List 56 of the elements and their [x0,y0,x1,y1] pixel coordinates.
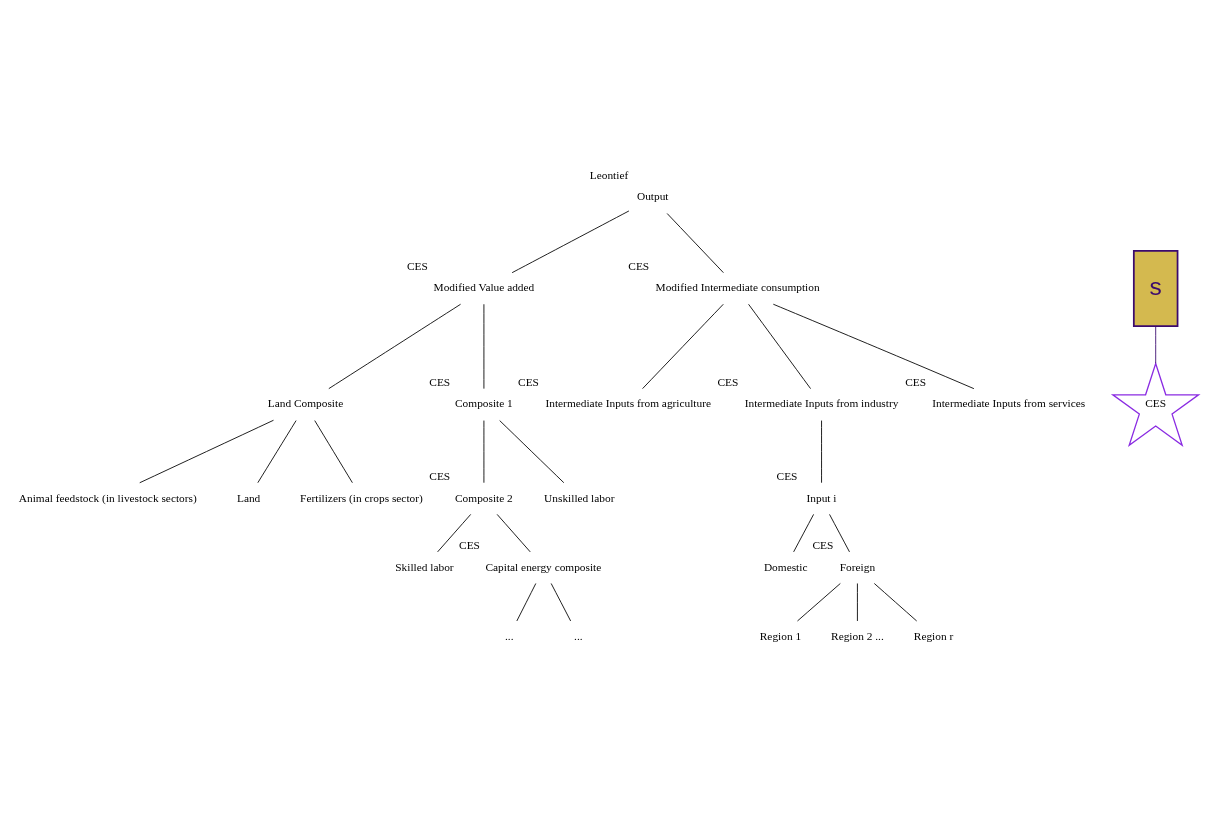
connector [499,419,565,483]
node-text: Input i [806,491,837,504]
node-text: ... [505,629,514,642]
node-text: Intermediate Inputs from industry [744,396,899,409]
node-label: CES [429,375,451,388]
connector [511,210,630,273]
node-box: s [1132,249,1179,327]
node-text: Composite 1 [455,396,513,409]
connector [748,303,811,389]
connector [666,212,724,273]
node-label: CES [429,469,451,482]
node-text: Land [236,491,261,504]
connector [857,582,858,621]
node-text: Unskilled labor [544,491,615,504]
node-label: CES [628,259,650,272]
node-text: Output [636,189,669,202]
connector [829,513,850,552]
node-text: Land Composite [267,396,344,409]
node-text: Animal feedstock (in livestock sectors) [18,491,197,504]
node-label: CES [459,538,480,551]
node-label: CES [776,469,798,482]
node-text: Domestic [763,560,808,573]
node-text: Composite 2 [455,491,513,504]
node-label: CES [812,538,834,551]
node-text: Region r [913,629,954,642]
node-text: Capital energy composite [485,560,602,573]
connector [797,582,841,621]
node-text: ... [574,629,583,642]
connector [437,513,472,552]
connector [328,303,462,389]
node-text: Fertilizers (in crops sector) [300,491,423,504]
connector [139,419,274,483]
node-text: Intermediate Inputs from services [932,396,1086,409]
node-label: CES [407,259,428,272]
node-label: CES [905,375,927,388]
node-text: Region 1 [759,629,802,642]
node-text: Modified Intermediate consumption [655,280,820,293]
connector [314,419,353,483]
connector [642,303,724,389]
connector [516,582,537,621]
node-text: Intermediate Inputs from agriculture [545,396,712,409]
node-label: Leontief [589,168,629,181]
node-text: Skilled labor [395,560,454,573]
connector [821,419,822,483]
connector [550,582,572,621]
node-label: CES [717,375,739,388]
connector [257,419,297,483]
connector [1155,325,1157,364]
connector [873,582,918,621]
connector [772,303,975,389]
node-label: CES [518,375,539,388]
connector [793,513,815,552]
connector [496,513,531,552]
node-text: Region 2 ... [831,629,884,642]
node-text: Modified Value added [433,280,535,293]
node-text: Foreign [839,560,876,573]
